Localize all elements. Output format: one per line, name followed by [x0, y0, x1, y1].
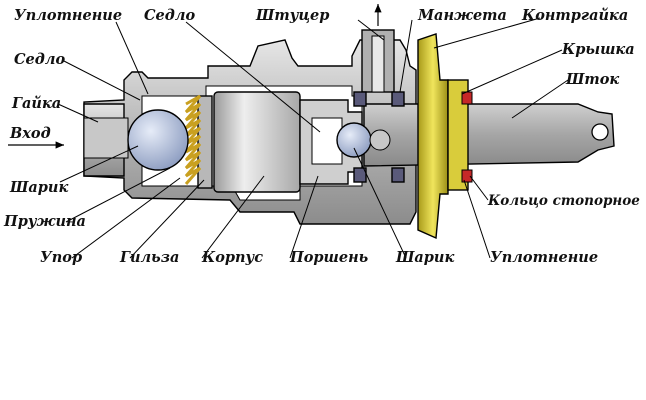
shtucer-fitting	[361, 29, 395, 93]
label-sedlo-top: Седло	[144, 7, 195, 24]
label-kryshka: Крышка	[561, 41, 635, 58]
label-sharik-left: Шарик	[9, 179, 68, 196]
label-uplotnenie-right: Уплотнение	[490, 249, 598, 266]
shtok-rod	[363, 103, 615, 167]
label-shtucer: Штуцер	[255, 7, 329, 24]
gaika-nut	[83, 103, 129, 177]
label-uplotnenie-top: Уплотнение	[14, 7, 122, 24]
label-porshen: Поршень	[289, 249, 369, 266]
label-shtok: Шток	[565, 71, 619, 88]
label-sedlo-left: Седло	[14, 51, 65, 68]
label-korpus: Корпус	[201, 249, 263, 266]
label-sharik-right: Шарик	[395, 249, 454, 266]
label-kontrgaika: Контргайка	[521, 7, 628, 24]
gilza-sleeve	[197, 91, 301, 193]
label-upor: Упор	[40, 249, 82, 266]
manzheta-cuffs	[353, 91, 405, 183]
label-kolco: Кольцо стопорное	[487, 193, 640, 209]
sharik-ball-right	[336, 122, 391, 158]
label-gaika: Гайка	[11, 95, 61, 112]
label-vhod: Вход	[9, 125, 51, 142]
labels: Уплотнение Седло Гайка Вход Шарик Пружин…	[3, 7, 640, 266]
label-manzheta: Манжета	[417, 7, 507, 24]
label-pruzhina: Пружина	[3, 213, 86, 230]
porshen-piston	[299, 99, 363, 185]
label-gilza: Гильза	[119, 249, 179, 266]
leader-lines	[57, 17, 569, 259]
sharik-ball-left	[127, 109, 189, 171]
kontrgaika-counter-nut	[417, 33, 469, 240]
